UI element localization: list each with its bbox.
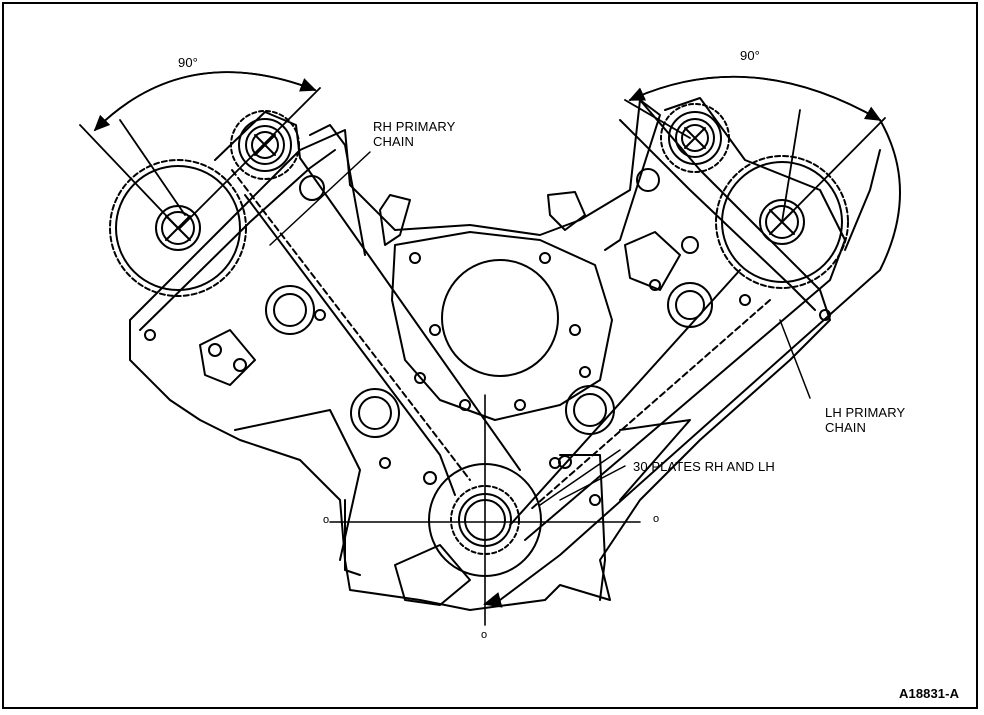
- lh-primary-chain: [509, 97, 881, 541]
- front-cover-bore: [350, 231, 615, 469]
- lh-idler-sprocket: [660, 103, 730, 173]
- rh-camshaft-sprocket: [109, 159, 247, 297]
- angle-dimension-left: [79, 71, 321, 229]
- rh-bank-features: [144, 124, 411, 386]
- timing-mark-left: o: [323, 514, 330, 526]
- plates-count-label: 30 PLATES RH AND LH: [633, 459, 775, 474]
- lh-chain-guide-arc: [483, 119, 901, 608]
- figure-code: A18831-A: [899, 686, 960, 701]
- engine-block-outline: [129, 99, 831, 611]
- angle-dimension-right: [624, 75, 886, 223]
- oil-pump-area: [344, 454, 606, 606]
- timing-mark-bottom: o: [481, 629, 488, 641]
- timing-mark-right: o: [653, 513, 660, 525]
- angle-label-right: 90°: [740, 48, 760, 63]
- lh-primary-chain-label: LH PRIMARY CHAIN: [825, 405, 906, 435]
- leader-lines: [269, 151, 811, 506]
- timing-centerlines: [329, 394, 641, 626]
- crankshaft-sprocket: [423, 463, 542, 577]
- rh-primary-chain: [214, 111, 521, 496]
- lh-bank-features: [547, 99, 831, 328]
- rh-primary-chain-label: RH PRIMARY CHAIN: [373, 119, 456, 149]
- angle-label-left: 90°: [178, 55, 198, 70]
